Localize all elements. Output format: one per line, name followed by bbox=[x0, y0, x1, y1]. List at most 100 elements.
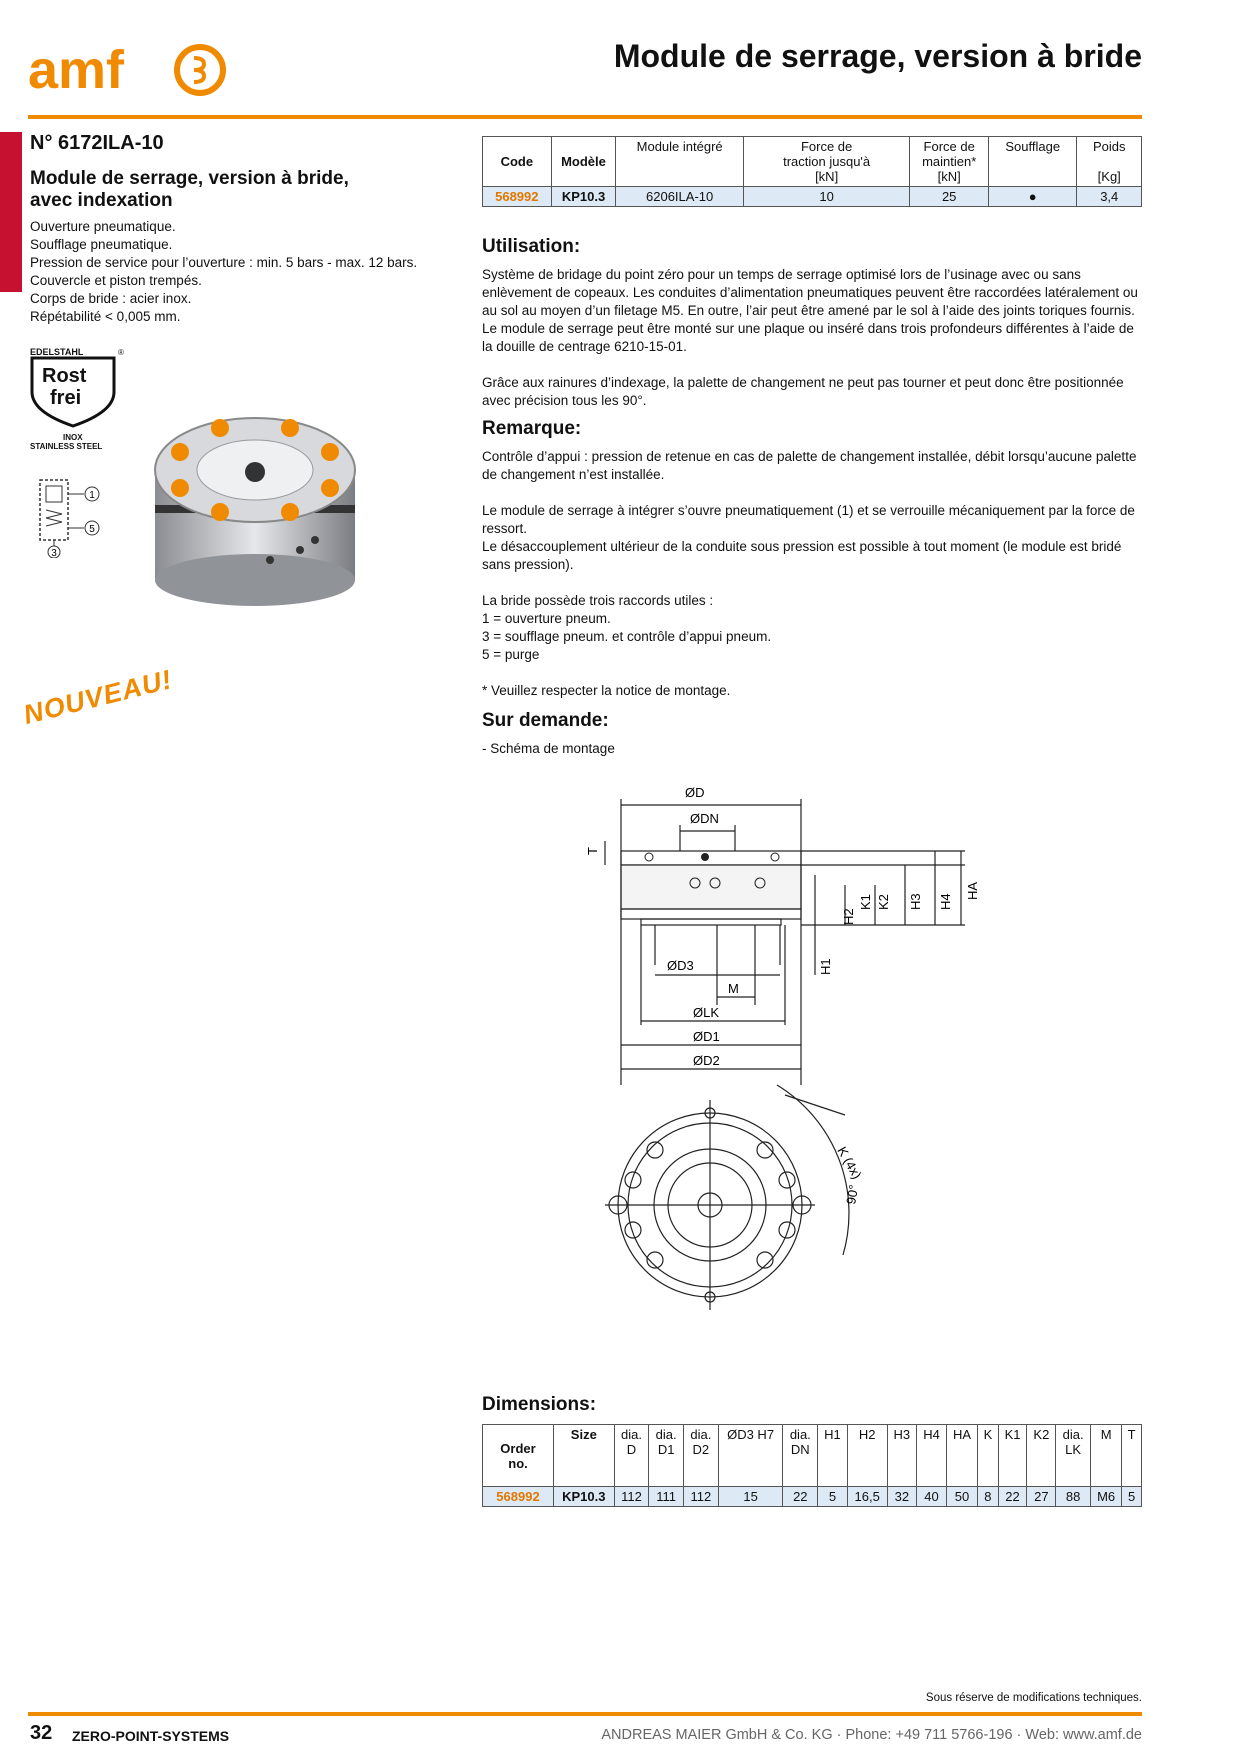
port-label: 3 bbox=[51, 548, 57, 558]
footer-rule bbox=[28, 1712, 1142, 1716]
cell-m: M6 bbox=[1089, 1486, 1123, 1507]
cell-k2: 27 bbox=[1026, 1486, 1057, 1507]
cell-blow: ● bbox=[988, 186, 1078, 207]
cell-hold: 25 bbox=[909, 186, 990, 207]
cell-d2: 112 bbox=[683, 1486, 719, 1507]
dim-d: ØD bbox=[685, 785, 705, 800]
col-d: dia.D bbox=[613, 1424, 650, 1487]
badge-top-text: EDELSTAHL bbox=[30, 347, 84, 357]
col-d3: ØD3 H7 bbox=[717, 1424, 784, 1487]
cell-d: 112 bbox=[613, 1486, 650, 1507]
port-label: 1 bbox=[89, 490, 95, 501]
col-m: M bbox=[1089, 1424, 1123, 1487]
cell-h2: 16,5 bbox=[846, 1486, 888, 1507]
utilisation-text: Système de bridage du point zéro pour un… bbox=[482, 266, 1142, 410]
clamping-module-photo bbox=[154, 417, 356, 606]
col-h1: H1 bbox=[817, 1424, 848, 1487]
pneumatic-schematic-icon: 1 5 3 bbox=[39, 479, 100, 558]
col-k: K bbox=[977, 1424, 999, 1487]
cell-code: 568992 bbox=[482, 186, 552, 207]
remarque-p1: Contrôle d’appui : pression de retenue e… bbox=[482, 449, 1137, 482]
footer-section: ZERO-POINT-SYSTEMS bbox=[72, 1728, 230, 1744]
remarque-p3d: 5 = purge bbox=[482, 647, 540, 662]
footer-company: ANDREAS MAIER GmbH & Co. KG · Phone: +49… bbox=[601, 1727, 1142, 1743]
remarque-p3b: 1 = ouverture pneum. bbox=[482, 611, 611, 626]
header-rule bbox=[28, 115, 1142, 119]
remarque-heading: Remarque: bbox=[482, 418, 582, 439]
cell-d1: 111 bbox=[648, 1486, 684, 1507]
col-k2: K2 bbox=[1026, 1424, 1057, 1487]
col-lk: dia.LK bbox=[1055, 1424, 1091, 1487]
sur-demande-item: - Schéma de montage bbox=[482, 741, 615, 756]
col-h2: H2 bbox=[846, 1424, 888, 1487]
feature-item: Répétabilité < 0,005 mm. bbox=[30, 309, 181, 324]
footer-note: Sous réserve de modifications techniques… bbox=[925, 1692, 1142, 1704]
technical-drawing: ØD ØDN ØD3 M ØLK ØD1 ØD2 T H1 H2 K1 K2 H… bbox=[585, 785, 980, 1310]
col-t: T bbox=[1121, 1424, 1142, 1487]
cell-size: KP10.3 bbox=[553, 1486, 615, 1507]
remarque-p2b: Le désaccouplement ultérieur de la condu… bbox=[482, 539, 1122, 572]
utilisation-heading: Utilisation: bbox=[482, 236, 581, 257]
dim-dn: ØDN bbox=[690, 811, 719, 826]
dim-k2: K2 bbox=[876, 894, 891, 910]
cell-weight: 3,4 bbox=[1076, 186, 1142, 207]
sur-demande-heading: Sur demande: bbox=[482, 710, 609, 731]
dim-ha: HA bbox=[965, 882, 980, 900]
amf-logo: amf bbox=[28, 40, 226, 98]
remarque-p3a: La bride possède trois raccords utiles : bbox=[482, 593, 714, 608]
rostfrei-badge-icon: EDELSTAHL ® Rost frei INOX STAINLESS STE… bbox=[30, 347, 124, 450]
dimensions-heading: Dimensions: bbox=[482, 1394, 597, 1415]
feature-item: Corps de bride : acier inox. bbox=[30, 291, 192, 306]
col-ha: HA bbox=[945, 1424, 979, 1487]
spec-table: Code Modèle Module intégré Force de trac… bbox=[482, 136, 1142, 207]
dim-d3: ØD3 bbox=[667, 958, 694, 973]
col-code: Code bbox=[482, 136, 552, 187]
section-tab bbox=[0, 132, 22, 292]
cell-dn: 22 bbox=[782, 1486, 819, 1507]
col-size: Size bbox=[553, 1424, 615, 1487]
page-number: 32 bbox=[30, 1722, 53, 1744]
feature-item: Pression de service pour l’ouverture : m… bbox=[30, 255, 418, 270]
remarque-p3c: 3 = soufflage pneum. et contrôle d’appui… bbox=[482, 629, 772, 644]
remarque-text: Contrôle d’appui : pression de retenue e… bbox=[482, 448, 1142, 700]
dim-lk: ØLK bbox=[693, 1005, 719, 1020]
cell-model: KP10.3 bbox=[550, 186, 617, 207]
dim-k4: K (4x) bbox=[834, 1144, 864, 1182]
dim-h2: H2 bbox=[841, 908, 856, 925]
table-row: 568992 KP10.3 6206ILA-10 10 25 ● 3,4 bbox=[482, 186, 1142, 207]
col-k1: K1 bbox=[997, 1424, 1028, 1487]
col-blow: Soufflage bbox=[988, 136, 1078, 187]
col-force: Force de traction jusqu'à [kN] bbox=[742, 136, 911, 187]
feature-item: Ouverture pneumatique. bbox=[30, 219, 176, 234]
cell-h4: 40 bbox=[916, 1486, 947, 1507]
product-title: Module de serrage, version à bride, avec… bbox=[30, 168, 450, 212]
col-h3: H3 bbox=[886, 1424, 918, 1487]
article-number: N° 6172ILA-10 bbox=[30, 132, 164, 154]
port-label: 5 bbox=[89, 524, 95, 535]
dim-m: M bbox=[728, 981, 739, 996]
cell-d3: 15 bbox=[717, 1486, 784, 1507]
logo-text: amf bbox=[28, 40, 125, 98]
table-row: 568992 KP10.3 112 111 112 15 22 5 16,5 3… bbox=[482, 1486, 1142, 1507]
cell-force: 10 bbox=[742, 186, 911, 207]
cell-module: 6206ILA-10 bbox=[615, 186, 744, 207]
dim-t: T bbox=[585, 847, 600, 855]
cell-ha: 50 bbox=[945, 1486, 979, 1507]
dim-h3: H3 bbox=[908, 893, 923, 910]
badge-sub2: STAINLESS STEEL bbox=[30, 442, 102, 450]
cell-t: 5 bbox=[1121, 1486, 1142, 1507]
cell-h3: 32 bbox=[886, 1486, 918, 1507]
product-title-line2: avec indexation bbox=[30, 190, 173, 211]
cell-k1: 22 bbox=[997, 1486, 1028, 1507]
dim-angle: 90° bbox=[843, 1184, 861, 1206]
badge-line1: Rost bbox=[42, 365, 87, 387]
col-dn: dia.DN bbox=[782, 1424, 819, 1487]
cell-h1: 5 bbox=[817, 1486, 848, 1507]
col-model: Modèle bbox=[550, 136, 617, 187]
col-weight: Poids [Kg] bbox=[1076, 136, 1142, 187]
col-d1: dia.D1 bbox=[648, 1424, 684, 1487]
feature-list: Ouverture pneumatique. Soufflage pneumat… bbox=[30, 218, 450, 326]
badge-line2: frei bbox=[50, 387, 81, 409]
